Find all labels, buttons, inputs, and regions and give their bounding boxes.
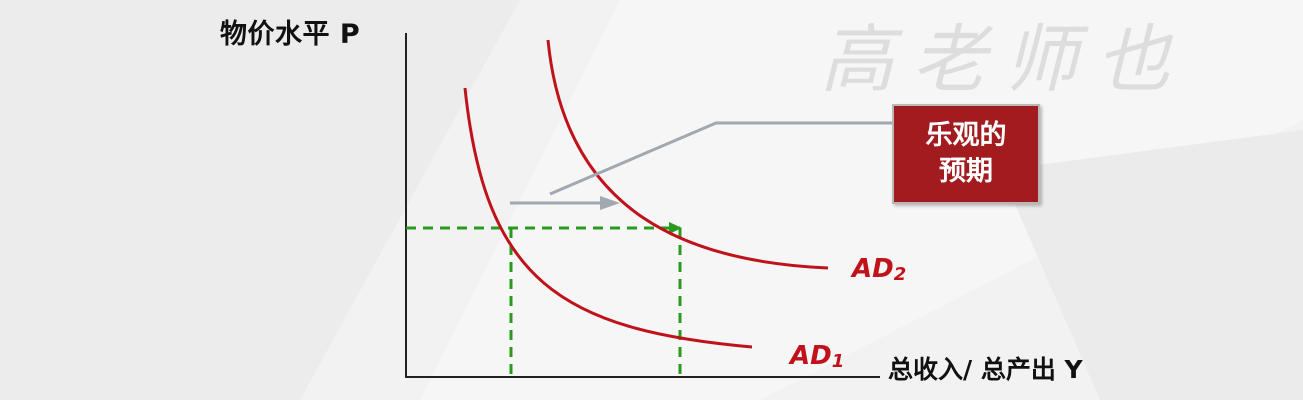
watermark-text: 高老师也	[820, 17, 1188, 103]
x-axis-title: 总收入/ 总产出 Y	[888, 355, 1083, 384]
guide-arrowhead	[669, 222, 682, 234]
ad1-label: AD1	[790, 341, 844, 372]
ad2-label: AD2	[852, 254, 906, 285]
ad1-label-main: AD	[790, 341, 832, 371]
callout-line-2: 预期	[939, 156, 993, 187]
ad2-curve	[546, 39, 829, 270]
ad1-curve	[463, 87, 753, 349]
ad2-label-main: AD	[852, 254, 894, 284]
equilibrium-guides	[406, 222, 682, 377]
ad1-label-subscript: 1	[831, 351, 845, 372]
y-axis-title: 物价水平 P	[220, 19, 361, 50]
shift-arrow	[510, 196, 620, 210]
ad2-label-subscript: 2	[893, 264, 907, 285]
callout-connector	[549, 121, 892, 196]
optimistic-expectation-callout: 乐观的 预期	[892, 104, 1040, 204]
callout-line-1: 乐观的	[925, 120, 1007, 151]
shift-arrow-head	[600, 196, 620, 210]
